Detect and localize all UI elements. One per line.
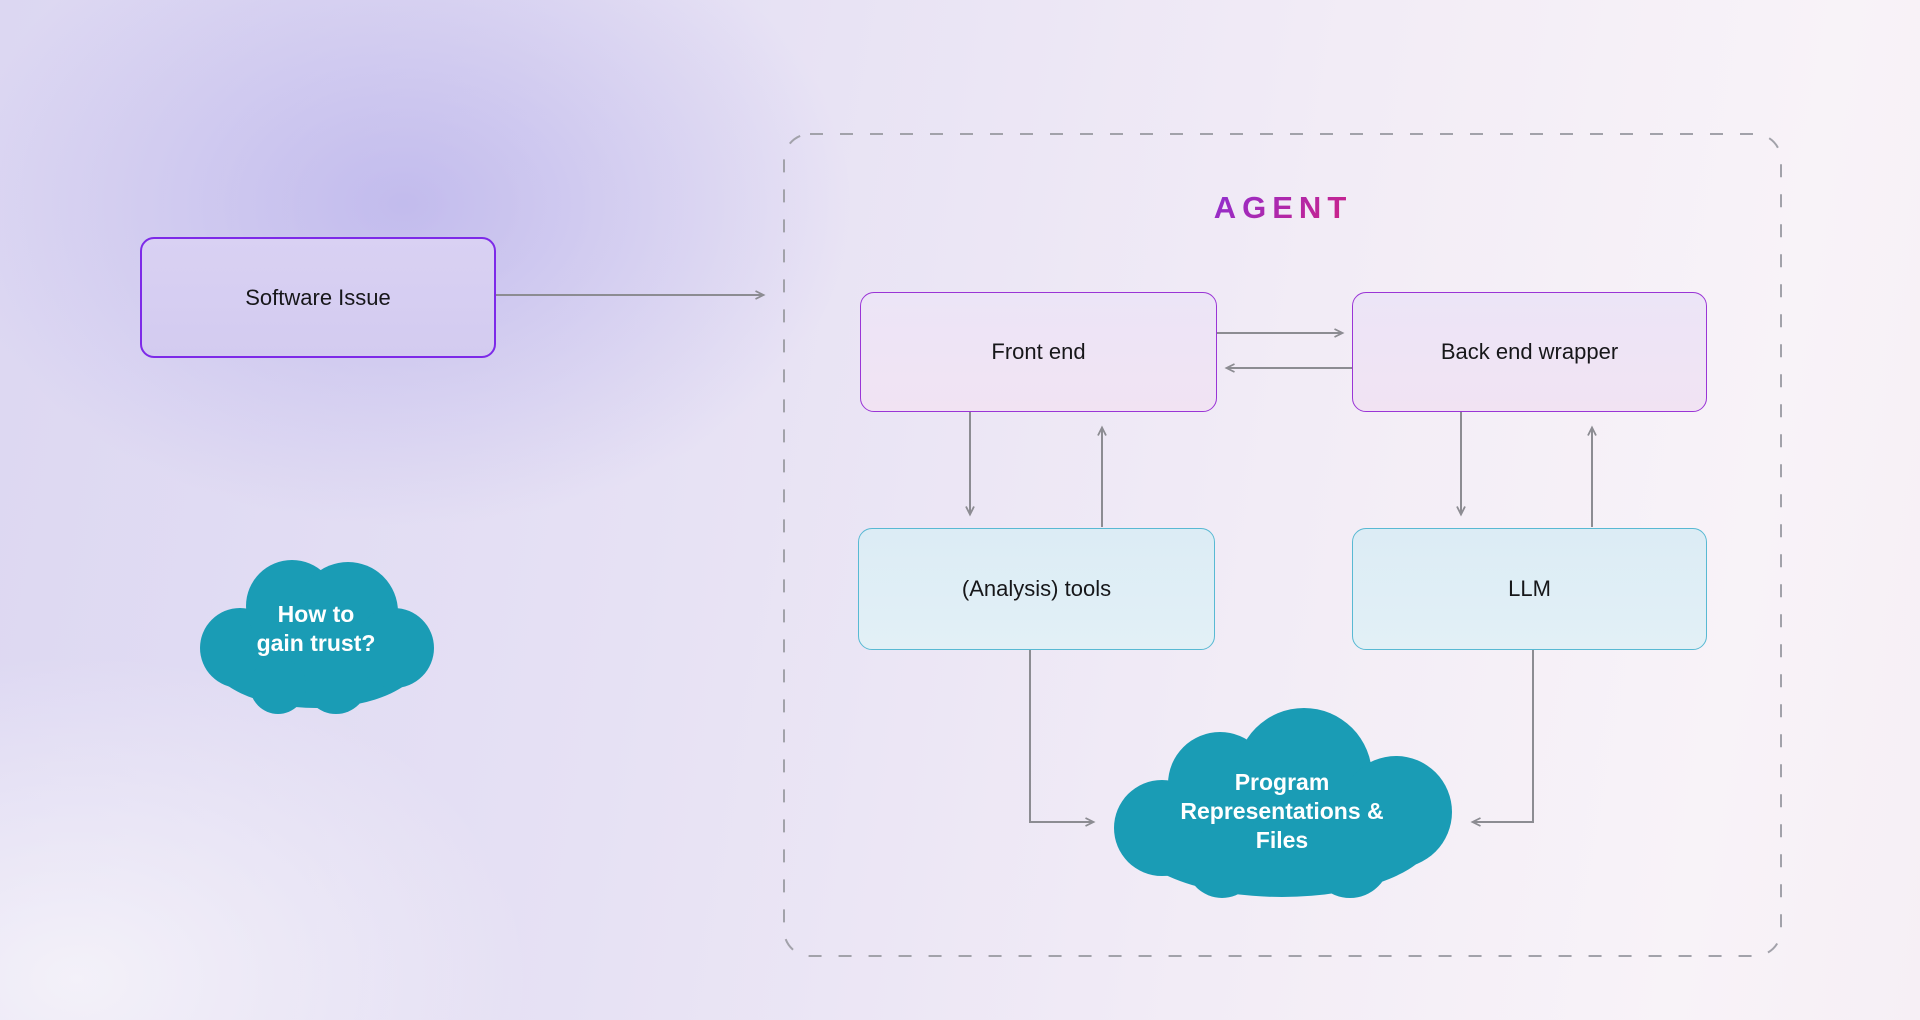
back-end-wrapper-label: Back end wrapper	[1440, 339, 1619, 364]
agent-title: AGENT	[1163, 190, 1403, 226]
software-issue-node: Software Issue	[140, 237, 496, 358]
arrow-tools-to-program-cloud	[1029, 649, 1096, 827]
cloud-shape-icon	[1114, 708, 1452, 898]
llm-node: LLM	[1352, 528, 1707, 650]
front-end-node: Front end	[860, 292, 1217, 412]
front-end-label: Front end	[991, 339, 1086, 364]
llm-label: LLM	[1508, 576, 1551, 601]
analysis-tools-label: (Analysis) tools	[961, 576, 1112, 601]
arrow-llm-to-program-cloud	[1470, 649, 1534, 827]
analysis-tools-node: (Analysis) tools	[858, 528, 1215, 650]
program-representations-cloud: Program Representations & Files	[1100, 700, 1464, 908]
back-end-wrapper-node: Back end wrapper	[1352, 292, 1707, 412]
gain-trust-cloud: How to gain trust?	[186, 540, 446, 720]
trust-cloud-text: How to gain trust?	[256, 601, 376, 656]
software-issue-label: Software Issue	[245, 284, 391, 310]
cloud-shape-icon	[200, 560, 434, 714]
program-cloud-text: Program Representations & Files	[1180, 769, 1384, 853]
